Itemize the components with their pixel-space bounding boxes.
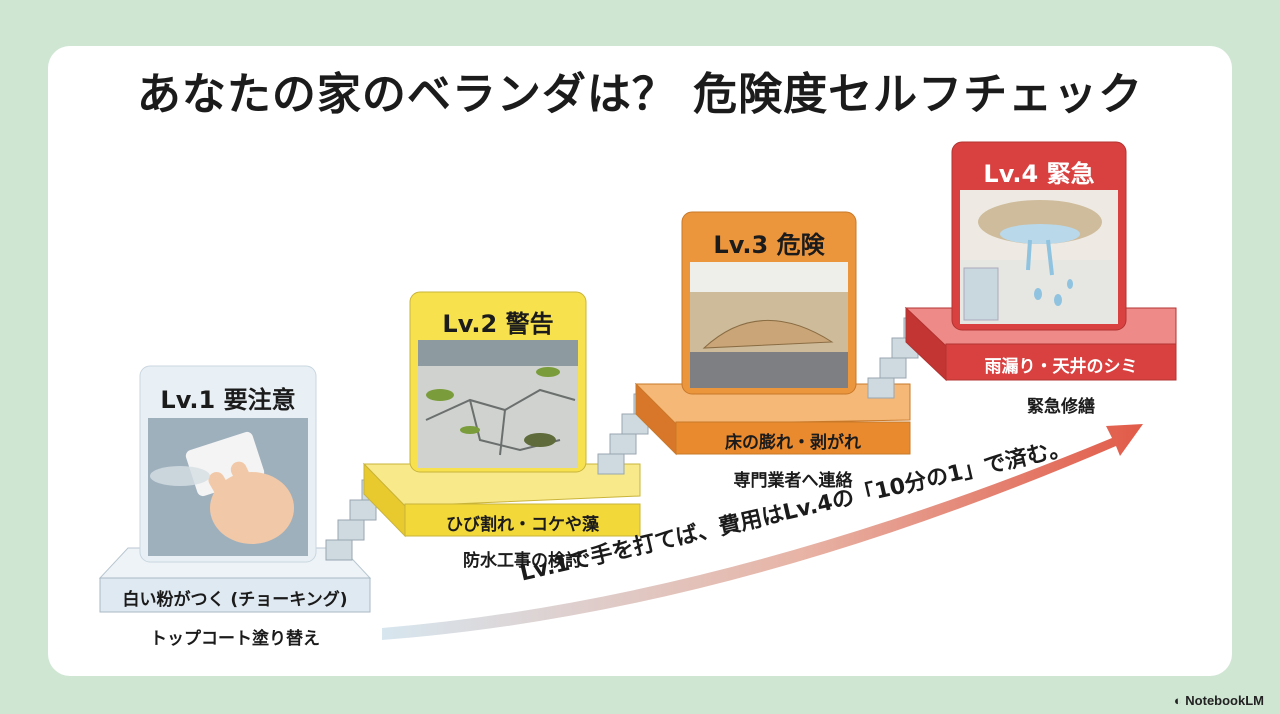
level-1-title: Lv.1 要注意 bbox=[140, 380, 316, 415]
brand-text: NotebookLM bbox=[1185, 693, 1264, 708]
brand-label: ◐ NotebookLM bbox=[1174, 693, 1264, 708]
level-2-symptom: ひび割れ・コケや藻 bbox=[405, 510, 640, 535]
level-4-title: Lv.4 緊急 bbox=[952, 154, 1126, 189]
level-4-action: 緊急修繕 bbox=[946, 392, 1176, 417]
notebook-icon: ◐ bbox=[1174, 693, 1185, 708]
ceiling-leak-illustration bbox=[960, 200, 1118, 324]
level-4-symptom: 雨漏り・天井のシミ bbox=[946, 352, 1176, 377]
level-3-symptom: 床の膨れ・剥がれ bbox=[676, 428, 910, 453]
blistered-floor-illustration bbox=[690, 262, 848, 388]
level-1-symptom: 白い粉がつく (チョーキング) bbox=[100, 585, 370, 610]
level-1-action: トップコート塗り替え bbox=[100, 624, 370, 649]
level-2-title: Lv.2 警告 bbox=[410, 304, 586, 339]
level-3-title: Lv.3 危険 bbox=[682, 225, 856, 260]
